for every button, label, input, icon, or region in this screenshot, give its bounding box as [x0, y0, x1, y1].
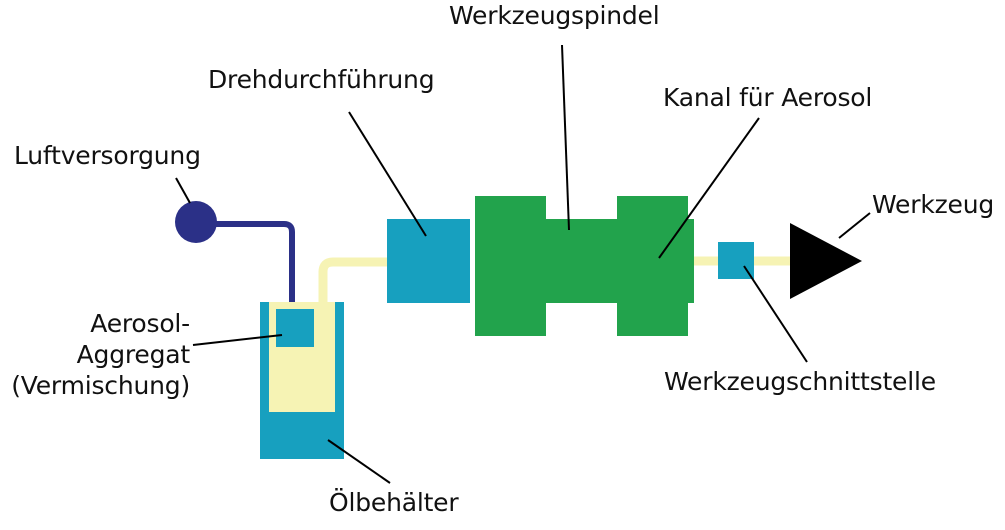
aerosol-line [318, 257, 392, 305]
air-supply-icon [175, 201, 217, 243]
leader-werkzeug [838, 212, 871, 239]
leader-drehdurchfuehrung [348, 111, 427, 237]
spindle-flange-left [475, 196, 546, 336]
label-aggregat: Aerosol- Aggregat (Vermischung) [0, 308, 190, 401]
leader-werkzeugspindel [561, 44, 570, 231]
label-aggregat-line1: Aerosol- [90, 309, 190, 338]
label-aggregat-line3: (Vermischung) [11, 371, 190, 400]
leader-kanal [658, 117, 760, 259]
aerosol-aggregate [276, 309, 314, 347]
spindle-flange-right [617, 196, 688, 336]
leader-oelbehaelter [327, 439, 391, 484]
label-werkzeugspindel: Werkzeugspindel [449, 1, 660, 30]
leader-aggregat [192, 334, 283, 346]
label-luftversorgung: Luftversorgung [14, 141, 201, 170]
label-werkzeugschnittstelle: Werkzeugschnittstelle [664, 367, 936, 396]
air-line [210, 221, 295, 312]
rotary-union [387, 219, 470, 303]
label-drehdurchfuehrung: Drehdurchführung [208, 65, 435, 94]
label-oelbehaelter: Ölbehälter [329, 488, 459, 517]
leader-luftversorgung [175, 177, 191, 204]
leader-werkzeugschnittstelle [743, 265, 808, 363]
label-aggregat-line2: Aggregat [76, 340, 191, 369]
label-werkzeug: Werkzeug [872, 190, 995, 219]
tool-icon [790, 223, 862, 299]
label-kanal: Kanal für Aerosol [663, 83, 873, 112]
